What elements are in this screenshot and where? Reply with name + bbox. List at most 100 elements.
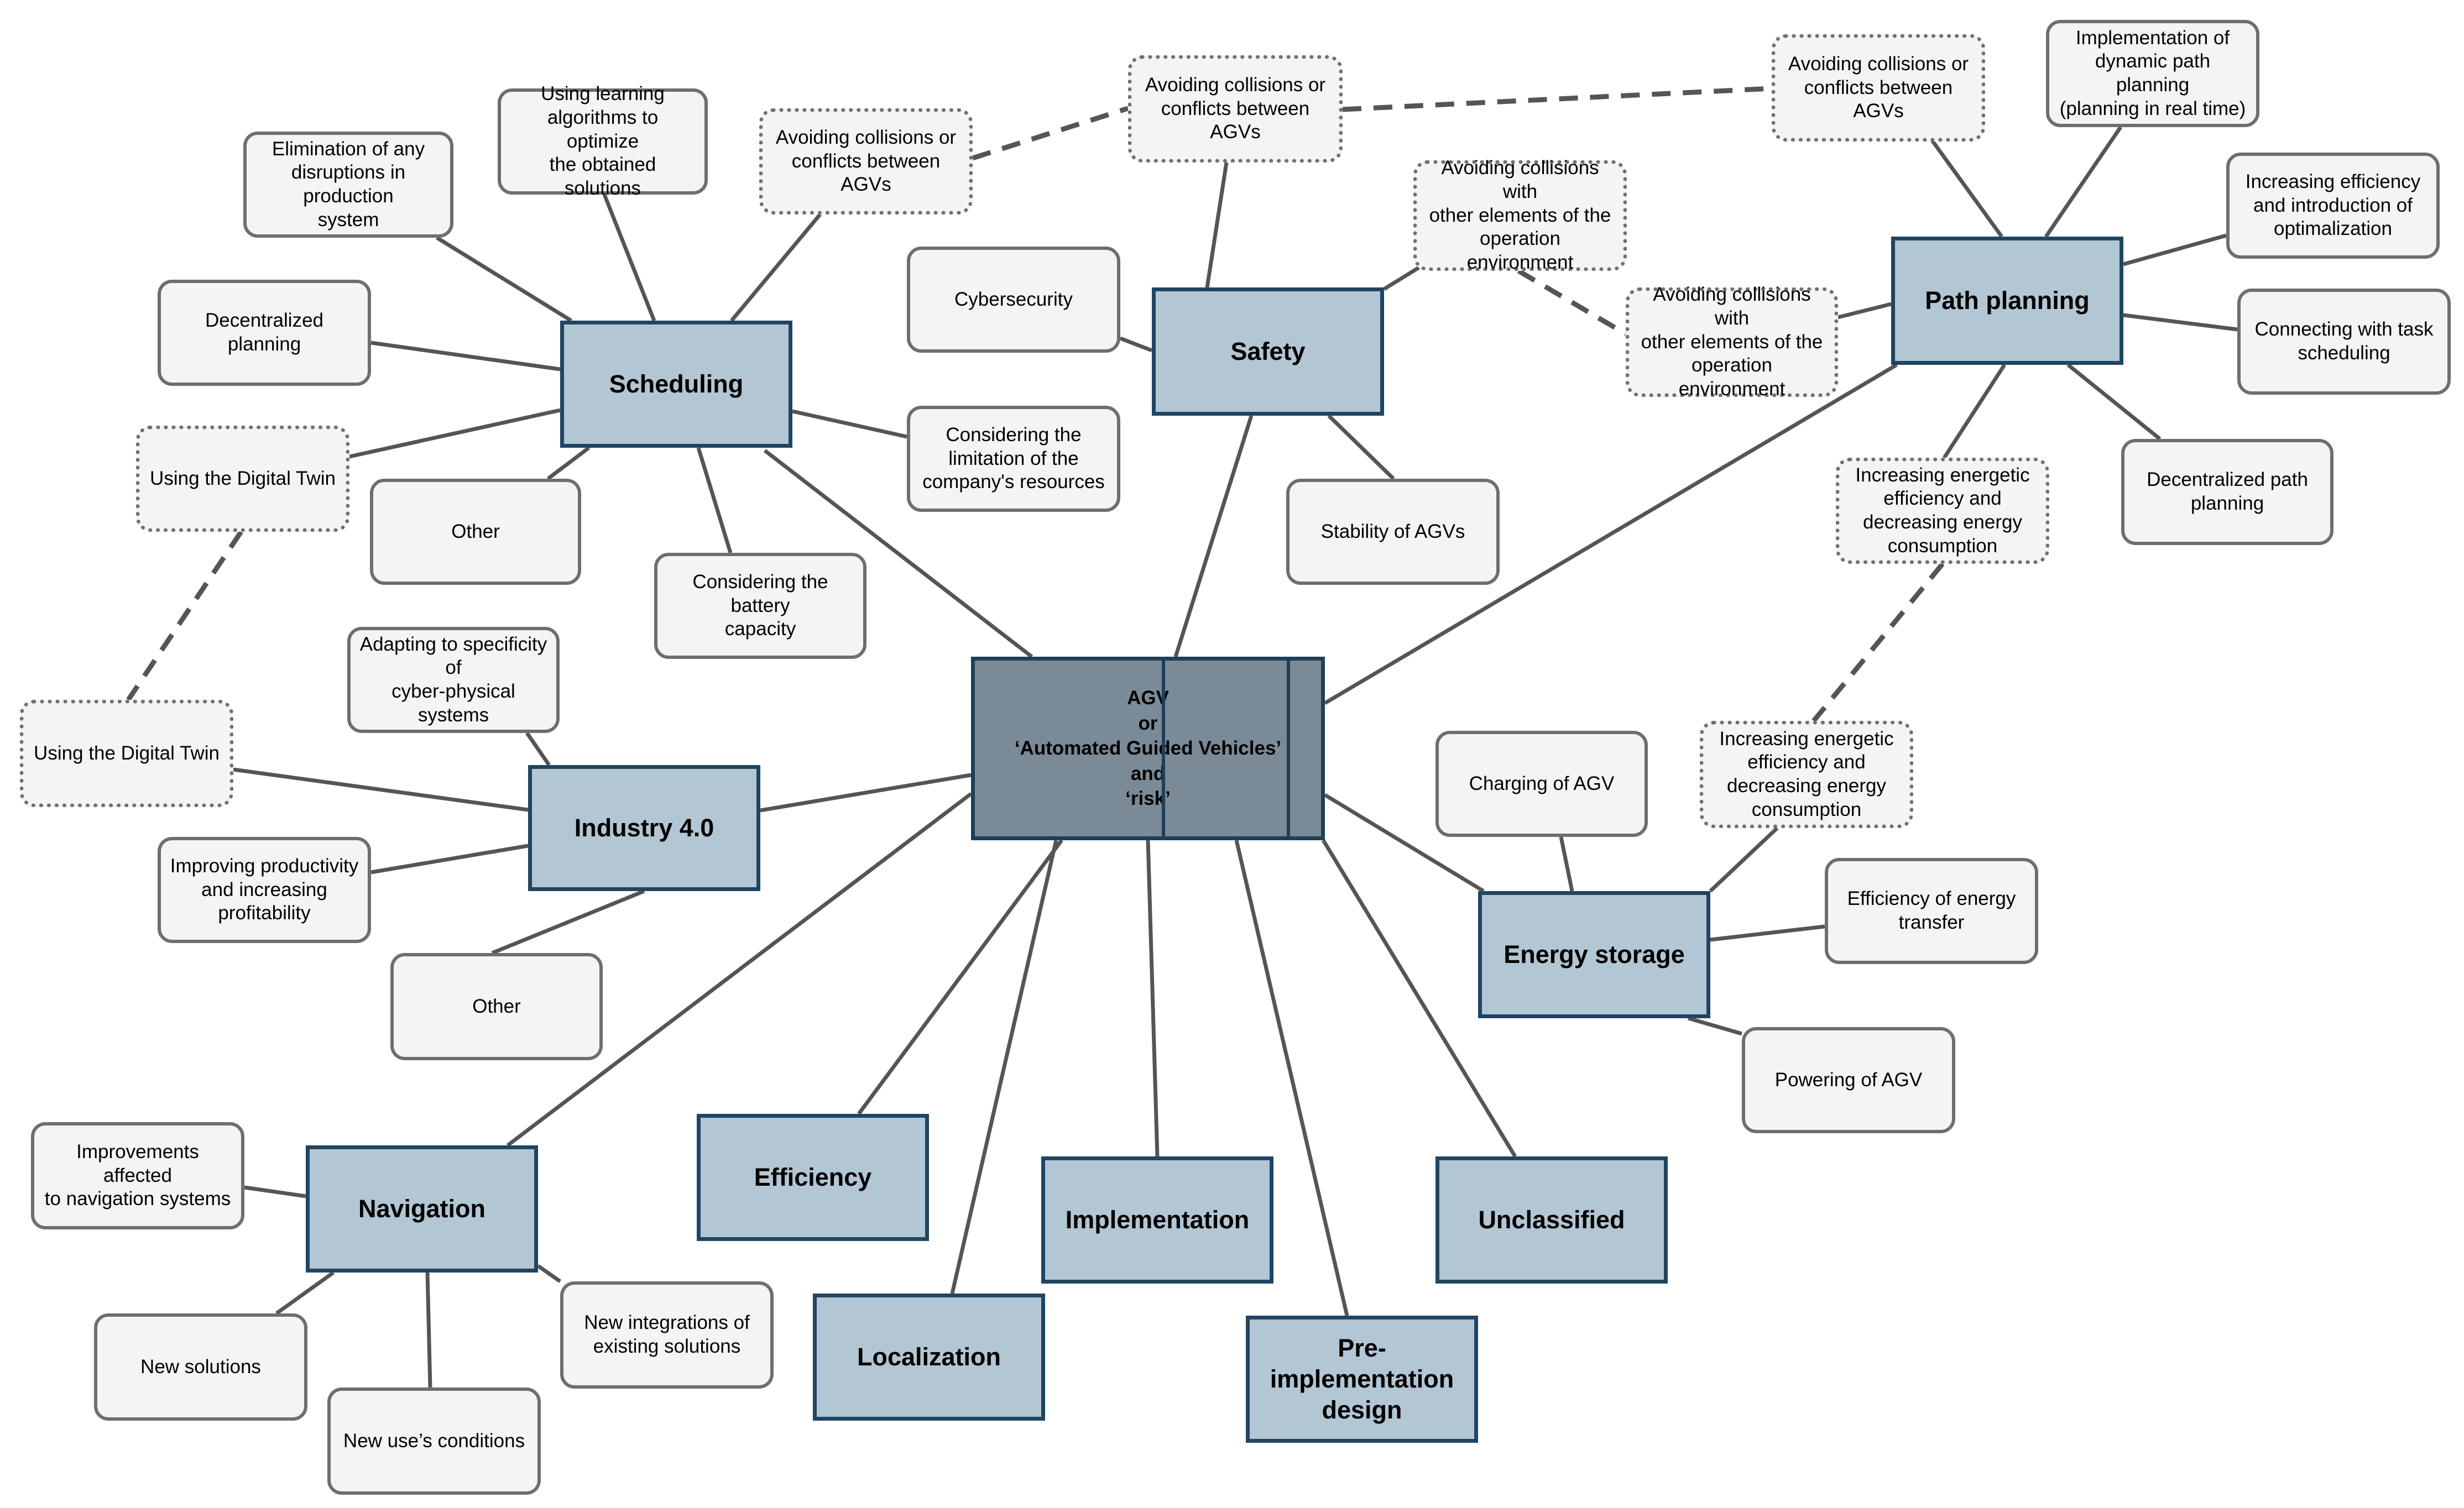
dashed-link [126, 530, 243, 701]
leaf-navigation-conditions: New use’s conditions [327, 1387, 541, 1495]
leaf-energy-charging: Charging of AGV [1435, 731, 1648, 837]
connector-line [1943, 364, 2006, 459]
leaf-label: Considering the limitation of the compan… [922, 423, 1105, 493]
dashed-link [1342, 86, 1772, 112]
leaf-label: Other [472, 995, 521, 1017]
leaf-path-task-scheduling: Connecting with task scheduling [2237, 289, 2451, 395]
category-label: Localization [857, 1342, 1001, 1371]
leaf-label: Avoiding collisions or conflicts between… [1145, 74, 1326, 143]
connector-line [536, 1264, 562, 1283]
leaf-label: Cybersecurity [954, 288, 1073, 310]
leaf-label: New solutions [140, 1355, 261, 1378]
connector-line [2066, 363, 2162, 441]
connector-line [244, 1185, 306, 1198]
leaf-path-dynamic: Implementation of dynamic path planning … [2046, 20, 2259, 127]
leaf-industry-cps: Adapting to specificity of cyber-physica… [347, 627, 560, 733]
leaf-energy-transfer: Efficiency of energy transfer [1825, 858, 2038, 964]
leaf-scheduling-disruptions: Elimination of any disruptions in produc… [243, 132, 453, 238]
leaf-label: Connecting with task scheduling [2254, 318, 2434, 364]
category-scheduling: Scheduling [560, 321, 792, 448]
leaf-scheduling-battery: Considering the battery capacity [654, 553, 866, 659]
root-node: AGV or ‘Automated Guided Vehicles’ and ‘… [971, 657, 1325, 840]
connector-line [2123, 313, 2238, 332]
leaf-path-energy: Increasing energetic efficiency and decr… [1836, 458, 2049, 564]
category-label: Pre-implementation design [1270, 1333, 1454, 1425]
leaf-label: Increasing energetic efficiency and decr… [1719, 727, 1894, 820]
connector-line [1173, 415, 1254, 658]
connector-line [349, 408, 561, 459]
category-label: Industry 4.0 [574, 813, 714, 842]
category-label: Energy storage [1504, 940, 1685, 968]
leaf-scheduling-other: Other [370, 479, 581, 585]
leaf-label: Using the Digital Twin [34, 742, 220, 764]
connector-line [436, 236, 572, 322]
leaf-navigation-new-solutions: New solutions [94, 1313, 307, 1421]
connector-line [730, 213, 822, 322]
root-left-bar [1131, 661, 1165, 836]
connector-line [1234, 840, 1349, 1316]
leaf-navigation-improvements: Improvements affected to navigation syst… [31, 1122, 244, 1229]
leaf-path-collisions: Avoiding collisions or conflicts between… [1772, 34, 1985, 142]
leaf-label: Improving productivity and increasing pr… [170, 855, 359, 924]
connector-line [1205, 162, 1229, 288]
leaf-label: Powering of AGV [1774, 1069, 1923, 1091]
category-label: Navigation [358, 1194, 486, 1223]
leaf-scheduling-digital-twin: Using the Digital Twin [136, 426, 349, 532]
connector-line [950, 840, 1058, 1294]
leaf-label: Decentralized path planning [2147, 469, 2308, 514]
category-energy-storage: Energy storage [1478, 891, 1710, 1018]
connector-line [1710, 924, 1825, 942]
leaf-label: Considering the battery capacity [692, 570, 828, 640]
leaf-label: New use’s conditions [343, 1430, 525, 1452]
leaf-label: Efficiency of energy transfer [1847, 888, 2016, 933]
dashed-link [1517, 269, 1627, 336]
leaf-industry-productivity: Improving productivity and increasing pr… [158, 837, 371, 943]
leaf-path-efficiency: Increasing efficiency and introduction o… [2226, 153, 2440, 259]
leaf-safety-stability: Stability of AGVs [1286, 479, 1500, 585]
leaf-navigation-integrations: New integrations of existing solutions [560, 1281, 774, 1389]
connector-line [506, 792, 973, 1147]
dashed-link [972, 106, 1129, 161]
connector-line [1146, 840, 1160, 1157]
leaf-scheduling-resources: Considering the limitation of the compan… [907, 406, 1120, 512]
category-path-planning: Path planning [1891, 237, 2123, 365]
leaf-label: New integrations of existing solutions [584, 1312, 750, 1357]
connector-line [1327, 414, 1395, 480]
leaf-path-decentralized: Decentralized path planning [2121, 439, 2334, 545]
connector-line [1324, 363, 1898, 705]
leaf-safety-cybersecurity: Cybersecurity [907, 247, 1120, 353]
connector-line [763, 449, 1033, 658]
category-unclassified: Unclassified [1435, 1156, 1668, 1284]
category-label: Safety [1230, 337, 1306, 365]
connector-line [2123, 233, 2227, 266]
connector-line [1709, 826, 1779, 893]
connector-line [370, 341, 561, 371]
connector-line [491, 889, 645, 955]
leaf-energy-increasing: Increasing energetic efficiency and decr… [1700, 721, 1913, 828]
connector-line [370, 844, 529, 875]
leaf-safety-collisions: Avoiding collisions or conflicts between… [1128, 55, 1343, 163]
leaf-label: Avoiding collisions with other elements … [1429, 157, 1611, 274]
category-implementation: Implementation [1041, 1156, 1273, 1284]
connector-line [1383, 266, 1420, 291]
leaf-label: Avoiding collisions or conflicts between… [775, 126, 957, 196]
leaf-scheduling-learning: Using learning algorithms to optimize th… [498, 83, 708, 199]
leaf-scheduling-decentralized: Decentralized planning [158, 280, 371, 386]
leaf-path-environment: Avoiding collisions with other elements … [1626, 284, 1838, 400]
leaf-label: Elimination of any disruptions in produc… [272, 138, 425, 231]
leaf-label: Stability of AGVs [1320, 520, 1465, 542]
leaf-label: Avoiding collisions or conflicts between… [1788, 53, 1969, 122]
leaf-label: Increasing efficiency and introduction o… [2245, 170, 2421, 240]
leaf-label: Charging of AGV [1469, 772, 1615, 794]
connector-line [233, 767, 529, 812]
category-pre-implementation-design: Pre-implementation design [1246, 1316, 1478, 1443]
connector-line [792, 409, 907, 439]
leaf-industry-other: Other [390, 953, 603, 1060]
connector-line [1119, 336, 1153, 353]
root-right-bar [1287, 661, 1321, 836]
leaf-label: Other [451, 520, 500, 542]
category-label: Implementation [1065, 1205, 1250, 1234]
leaf-label: Using learning algorithms to optimize th… [541, 83, 665, 200]
